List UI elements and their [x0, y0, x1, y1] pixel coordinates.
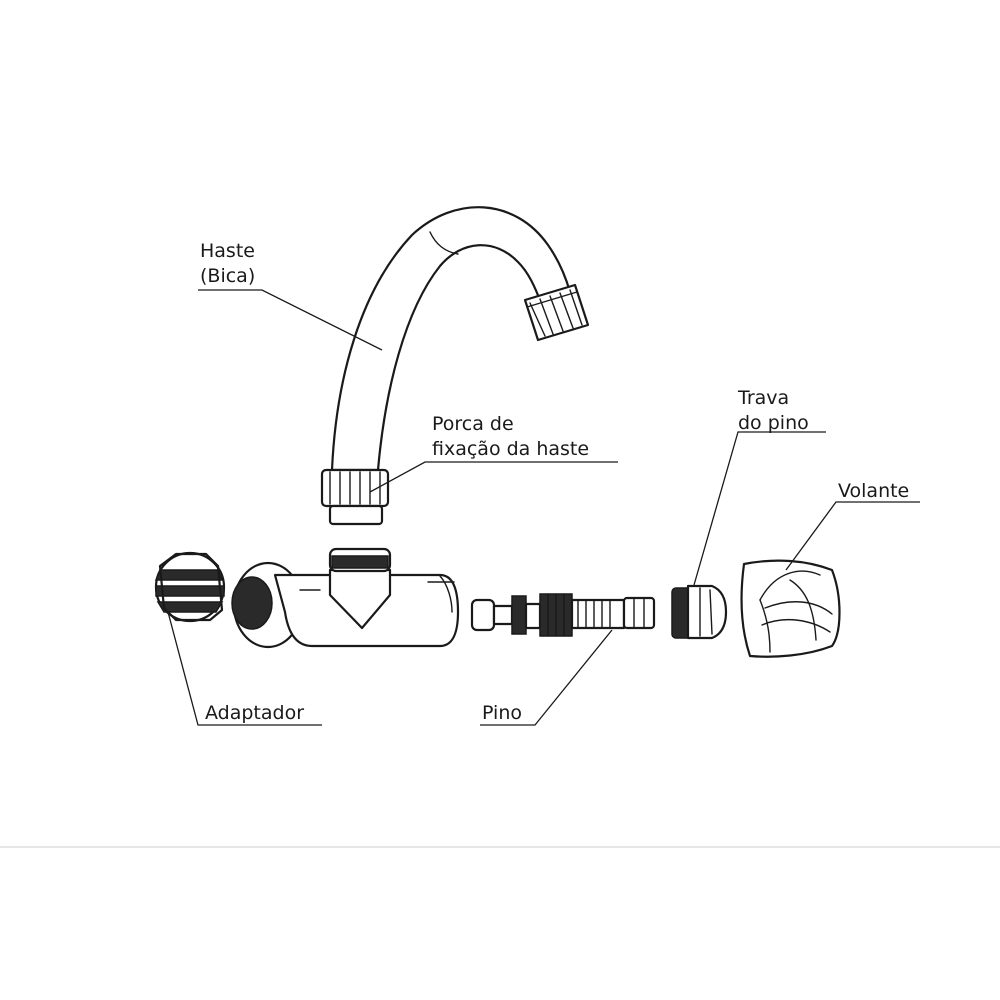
adapter-part	[154, 551, 226, 623]
spout-part	[330, 206, 590, 472]
valve-body-part	[231, 547, 460, 649]
pin-lock-part	[671, 584, 728, 640]
label-volante: Volante	[838, 480, 910, 502]
label-pino: Pino	[482, 702, 522, 724]
leader-lines	[167, 289, 920, 726]
label-haste: Haste (Bica)	[200, 240, 256, 287]
label-trava: Trava do pino	[738, 387, 809, 434]
label-porca: Porca de fixação da haste	[432, 413, 590, 460]
pin-cartridge-part	[470, 593, 656, 637]
spout-fixing-nut	[320, 468, 390, 526]
handle-part	[740, 559, 841, 658]
label-adaptador: Adaptador	[205, 702, 305, 724]
spout-tip-nut	[523, 283, 590, 342]
